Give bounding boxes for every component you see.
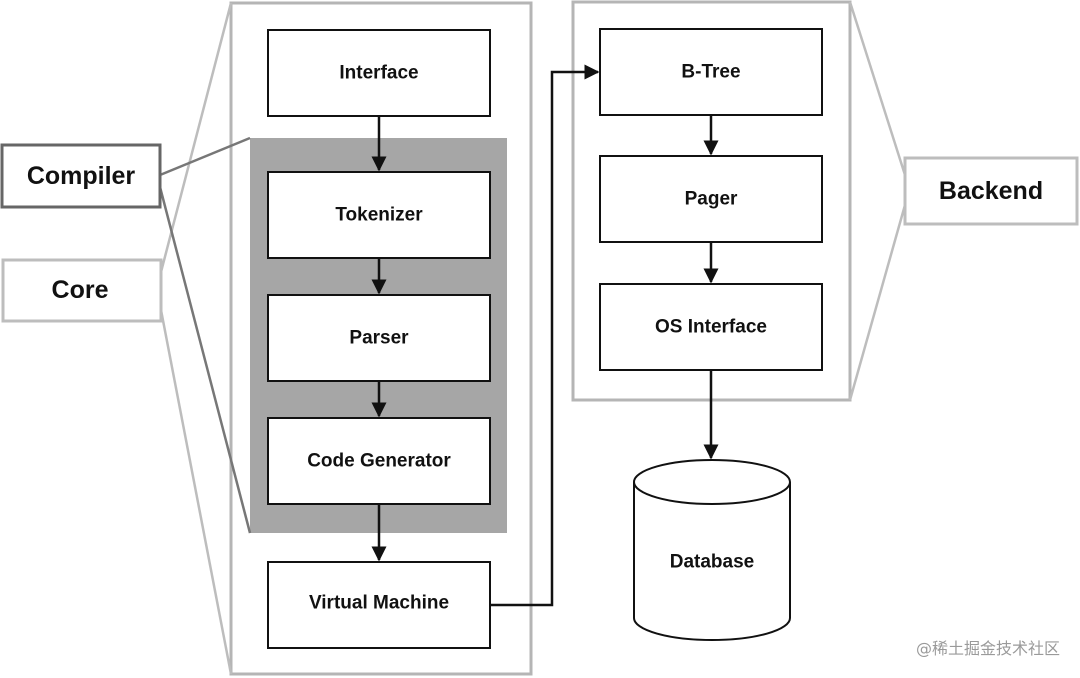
btree-node-box — [599, 28, 823, 116]
core-callout-lines — [159, 2, 233, 675]
code-generator-node-box — [267, 417, 491, 505]
backend-label-box — [903, 156, 1079, 226]
os-interface-node-label: OS Interface — [655, 317, 767, 338]
compiler-label-box — [0, 143, 162, 209]
flow-arrows — [371, 64, 719, 607]
tokenizer-node-label: Tokenizer — [335, 205, 423, 226]
backend-callout-lines — [848, 1, 907, 401]
pager-node-box — [599, 155, 823, 243]
database-cylinder — [633, 459, 791, 641]
parser-node-box — [267, 294, 491, 382]
code-generator-node-label: Code Generator — [307, 451, 451, 472]
core-frame — [229, 1, 533, 676]
parser-node-label: Parser — [349, 328, 409, 349]
watermark-text: @稀土掘金技术社区 — [916, 639, 1060, 658]
compiler-callout-lines — [158, 136, 252, 534]
database-node-label: Database — [670, 552, 755, 573]
backend-label: Backend — [939, 177, 1043, 205]
virtual-machine-node-label: Virtual Machine — [309, 593, 449, 614]
tokenizer-node-box — [267, 171, 491, 259]
btree-node-label: B-Tree — [681, 62, 740, 83]
virtual-machine-node-box — [267, 561, 491, 649]
pager-node-label: Pager — [685, 189, 738, 210]
core-label: Core — [52, 276, 109, 304]
interface-node-label: Interface — [339, 63, 418, 84]
os-interface-node-box — [599, 283, 823, 371]
arrow-virtual-machine-btree — [490, 64, 600, 607]
interface-node-box — [267, 29, 491, 117]
compiler-label: Compiler — [27, 162, 136, 190]
core-label-box — [1, 258, 163, 323]
